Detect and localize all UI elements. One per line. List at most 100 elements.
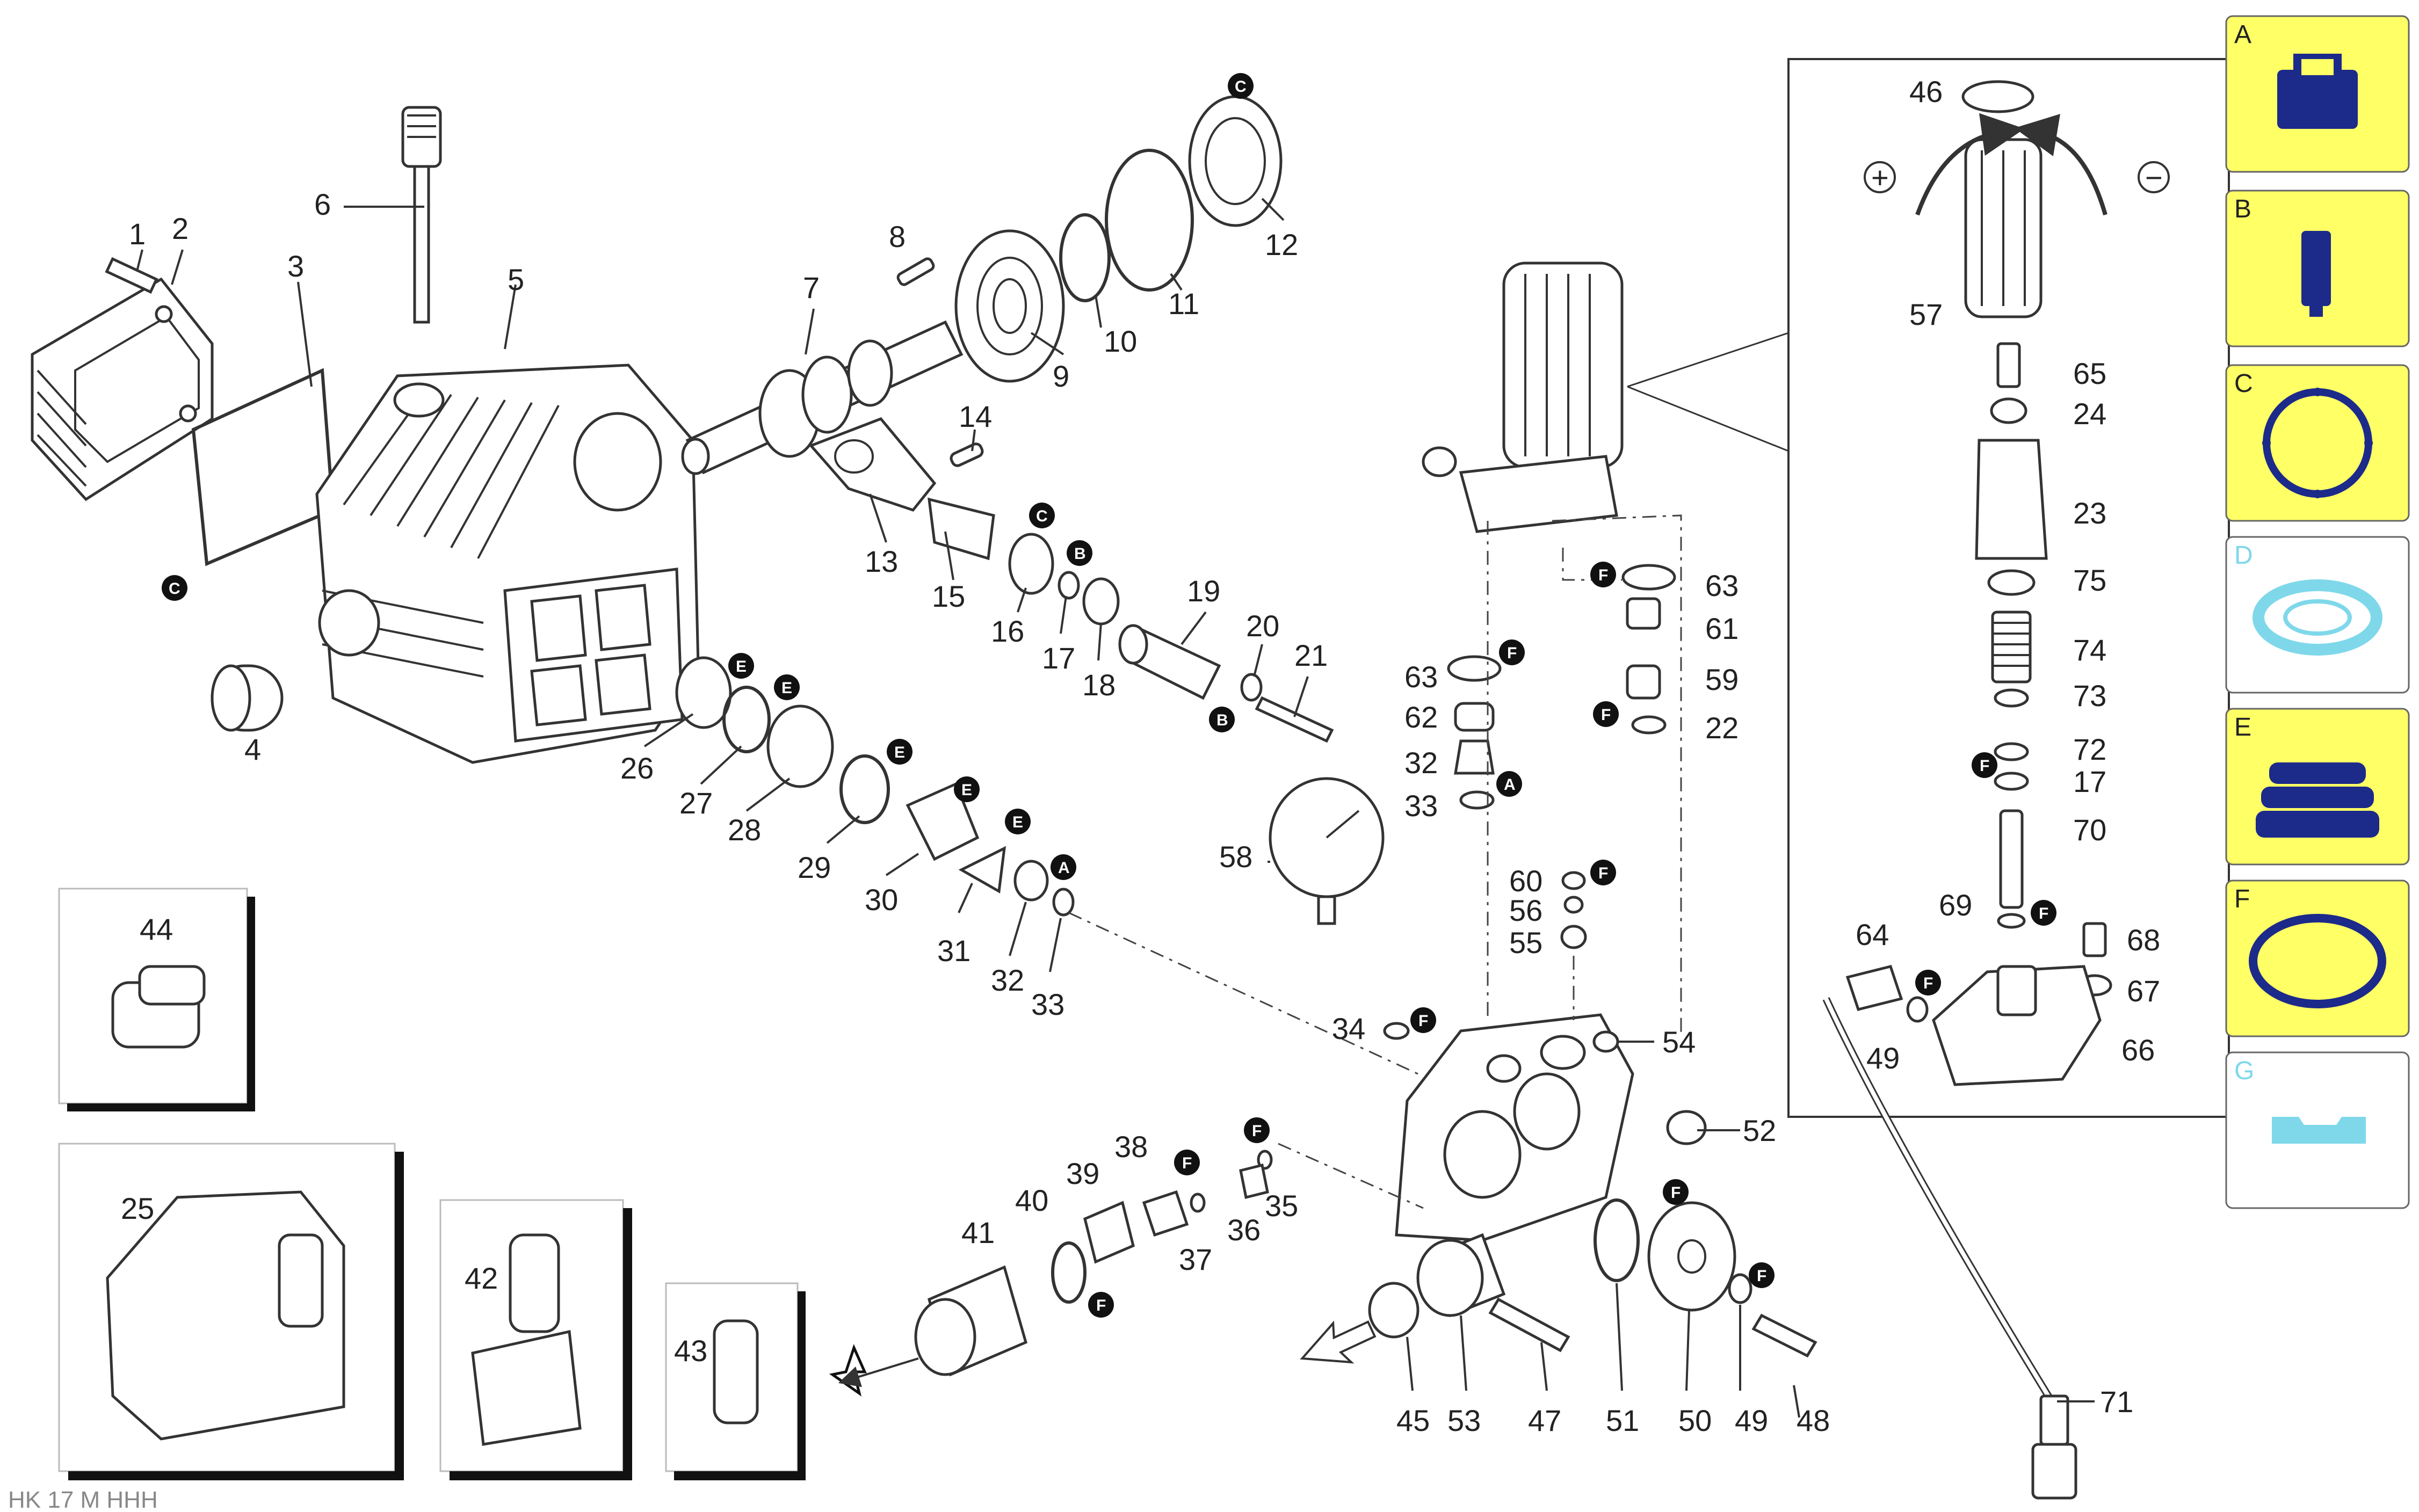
label-7: 7 (803, 271, 820, 304)
label-57: 57 (1909, 297, 1943, 331)
label-9: 9 (1053, 359, 1069, 393)
svg-text:C: C (2234, 369, 2253, 398)
label-63-left: 63 (1404, 660, 1438, 694)
thumbnail-44 (58, 888, 255, 1111)
leader-lines (136, 198, 2095, 1418)
label-37: 37 (1179, 1242, 1212, 1276)
svg-text:F: F (1418, 1012, 1428, 1030)
svg-text:B: B (1216, 711, 1228, 729)
thumbnail-43 (665, 1282, 806, 1480)
svg-text:D: D (2234, 541, 2253, 570)
outlet-cap (1647, 1201, 1736, 1312)
label-21: 21 (1294, 638, 1328, 672)
label-29: 29 (798, 851, 831, 884)
svg-text:F: F (1980, 757, 1989, 775)
label-70: 70 (2073, 813, 2106, 847)
output-arrow-icon (829, 1344, 919, 1397)
svg-text:F: F (1182, 1154, 1192, 1172)
label-74: 74 (2073, 633, 2106, 667)
label-34: 34 (1332, 1012, 1365, 1045)
label-67: 67 (2127, 974, 2160, 1008)
label-25: 25 (121, 1191, 154, 1225)
svg-text:E: E (894, 744, 905, 761)
badge-f-34: F (1410, 1007, 1436, 1033)
connecting-rod (808, 417, 937, 512)
seal-pack (675, 656, 1075, 917)
dipstick (401, 106, 442, 324)
inlet-fitting (1416, 1233, 1506, 1318)
label-20: 20 (1246, 609, 1279, 643)
label-33: 33 (1031, 987, 1064, 1021)
pressure-gauge (1269, 777, 1385, 925)
badge-f-51: F (1663, 1179, 1689, 1205)
svg-text:E: E (2234, 713, 2251, 742)
label-42: 42 (465, 1261, 498, 1295)
label-2: 2 (172, 212, 189, 245)
label-10: 10 (1104, 324, 1137, 358)
letter-badges: C C C B B E E E E E A F F F F F F F F F … (162, 73, 2056, 1318)
legend-item-b[interactable]: B (2225, 190, 2410, 347)
footer-text: HK 17 M HHH (8, 1487, 158, 1512)
label-48: 48 (1797, 1404, 1830, 1437)
label-62: 62 (1404, 700, 1438, 734)
unloader-small-parts (1447, 564, 1676, 949)
plunger (1118, 624, 1221, 700)
badge-c-12: C (1228, 73, 1254, 99)
legend-item-e[interactable]: E (2225, 708, 2410, 866)
plunger-guide (928, 497, 995, 561)
svg-text:E: E (1012, 813, 1023, 831)
svg-text:F: F (1598, 864, 1608, 882)
label-15: 15 (932, 579, 965, 613)
high-pressure-hose (1822, 997, 2077, 1500)
head-bolt-right (1751, 1313, 1817, 1358)
badge-f-63-left: F (1499, 639, 1525, 665)
badge-f-60: F (1590, 860, 1616, 885)
badge-f-49-zoom: F (1915, 970, 1941, 995)
label-49-zoom: 49 (1866, 1041, 1900, 1075)
cap-washer (1728, 1273, 1752, 1304)
legend-item-f[interactable]: F (2225, 879, 2410, 1037)
legend-item-d[interactable]: D (2225, 536, 2410, 694)
key-pin (896, 257, 935, 286)
legend-item-a[interactable]: A (2225, 15, 2410, 173)
thumbnail-25 (58, 1143, 404, 1480)
label-11: 11 (1168, 287, 1199, 321)
label-60: 60 (1509, 864, 1542, 898)
label-32: 32 (991, 963, 1024, 997)
svg-text:B: B (1074, 545, 1086, 563)
svg-text:F: F (1096, 1297, 1106, 1314)
zoom-callout (1627, 58, 2230, 1118)
badge-a-33-valve: A (1496, 771, 1522, 797)
label-13: 13 (865, 544, 898, 578)
valve-stack-34-35 (914, 1022, 1410, 1377)
seal-c (1008, 533, 1054, 595)
bearing (954, 229, 1065, 383)
plug-54 (1592, 1030, 1619, 1053)
badge-f-72: F (1972, 752, 1997, 778)
seal-ring-icon (2262, 388, 2373, 498)
badge-f-35: F (1244, 1117, 1270, 1143)
badge-f-49: F (1749, 1262, 1775, 1288)
label-63-right: 63 (1705, 569, 1739, 602)
svg-text:F: F (1507, 644, 1517, 662)
label-4: 4 (244, 732, 261, 766)
label-66: 66 (2121, 1033, 2155, 1067)
badge-f-63-right: F (1590, 562, 1616, 587)
plunger-washer (1240, 673, 1263, 702)
legend-item-c[interactable]: C (2225, 364, 2410, 522)
label-59: 59 (1705, 663, 1739, 696)
label-1: 1 (129, 217, 146, 251)
light-seal-icon (2253, 579, 2382, 656)
badge-a-33: A (1051, 854, 1076, 880)
label-71: 71 (2100, 1385, 2133, 1419)
svg-text:C: C (1235, 78, 1247, 96)
label-32-valve: 32 (1404, 746, 1438, 780)
svg-text:A: A (2234, 20, 2251, 49)
legend-item-g[interactable]: G (2225, 1051, 2410, 1209)
washer-b (1058, 571, 1080, 600)
part-labels: 1 2 3 4 5 6 7 8 9 10 11 12 13 14 15 16 1… (121, 75, 2163, 1437)
badge-c-3: C (162, 575, 187, 601)
svg-text:F: F (2039, 905, 2048, 922)
plus-sign: + (1871, 161, 1889, 194)
piston-icon (2301, 231, 2331, 317)
